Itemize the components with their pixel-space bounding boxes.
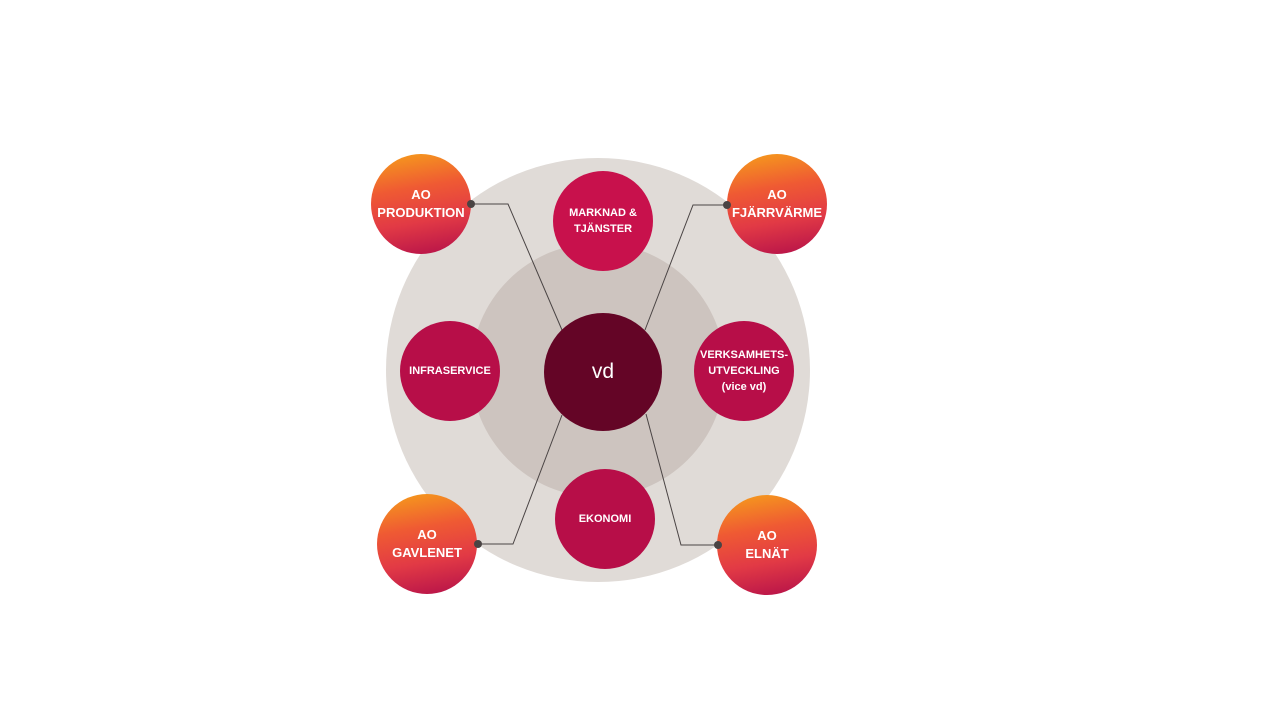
dot-gavlenet xyxy=(474,540,482,548)
vd-label: vd xyxy=(591,360,615,383)
node-label: INFRASERVICE xyxy=(409,365,491,377)
node-label: EKONOMI xyxy=(578,513,632,525)
node-label: AO FJÄRRVÄRME xyxy=(731,187,823,220)
connector-fjarrvarme xyxy=(644,204,727,331)
connector-elnat xyxy=(645,413,718,546)
node-label: VERKSAMHETS- UTVECKLING (vice vd) xyxy=(699,349,788,393)
node-ao-elnat: AO ELNÄT xyxy=(717,495,817,595)
node-label: AO PRODUKTION xyxy=(377,187,465,220)
node-ao-fjarrvarme: AO FJÄRRVÄRME xyxy=(727,154,827,254)
node-marknad-tjanster: MARKNAD & TJÄNSTER xyxy=(553,171,653,271)
node-ao-gavlenet: AO GAVLENET xyxy=(377,494,477,594)
node-label: AO GAVLENET xyxy=(392,527,462,560)
connector-produktion xyxy=(471,203,563,331)
node-ao-produktion: AO PRODUKTION xyxy=(371,154,471,254)
node-ekonomi: EKONOMI xyxy=(555,469,655,569)
dot-elnat xyxy=(714,541,722,549)
node-infraservice: INFRASERVICE xyxy=(400,321,500,421)
connector-gavlenet xyxy=(478,414,563,545)
node-label: AO ELNÄT xyxy=(745,528,789,561)
node-verksamhetsutveckling: VERKSAMHETS- UTVECKLING (vice vd) xyxy=(694,321,794,421)
node-vd: vd xyxy=(544,313,662,431)
node-label: MARKNAD & TJÄNSTER xyxy=(569,207,637,235)
dot-fjarrvarme xyxy=(723,201,731,209)
dot-produktion xyxy=(467,200,475,208)
